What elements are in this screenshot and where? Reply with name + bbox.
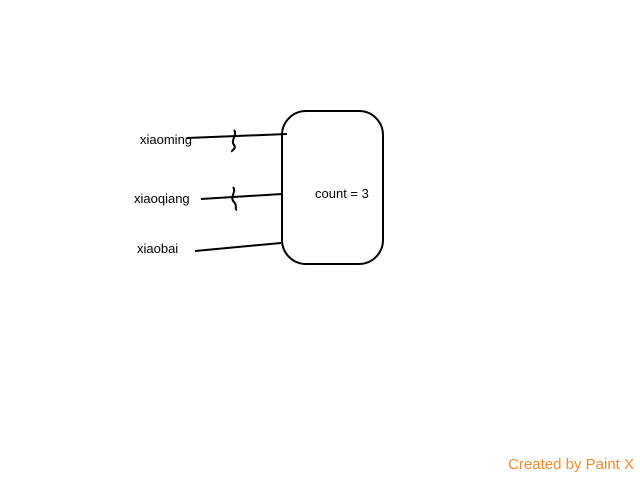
reference-line-xiaoqiang	[200, 193, 283, 200]
label-xiaoqiang: xiaoqiang	[134, 191, 190, 206]
label-xiaoming: xiaoming	[140, 132, 193, 147]
break-mark-xiaoqiang	[231, 186, 238, 211]
break-mark-xiaoming	[230, 129, 237, 153]
object-count-text: count = 3	[315, 186, 369, 201]
reference-line-xiaoming	[186, 133, 288, 139]
watermark-text: Created by Paint X	[508, 456, 634, 473]
reference-line-xiaobai	[194, 242, 282, 252]
object-box	[281, 110, 384, 265]
label-xiaobai: xiaobai	[137, 241, 179, 256]
